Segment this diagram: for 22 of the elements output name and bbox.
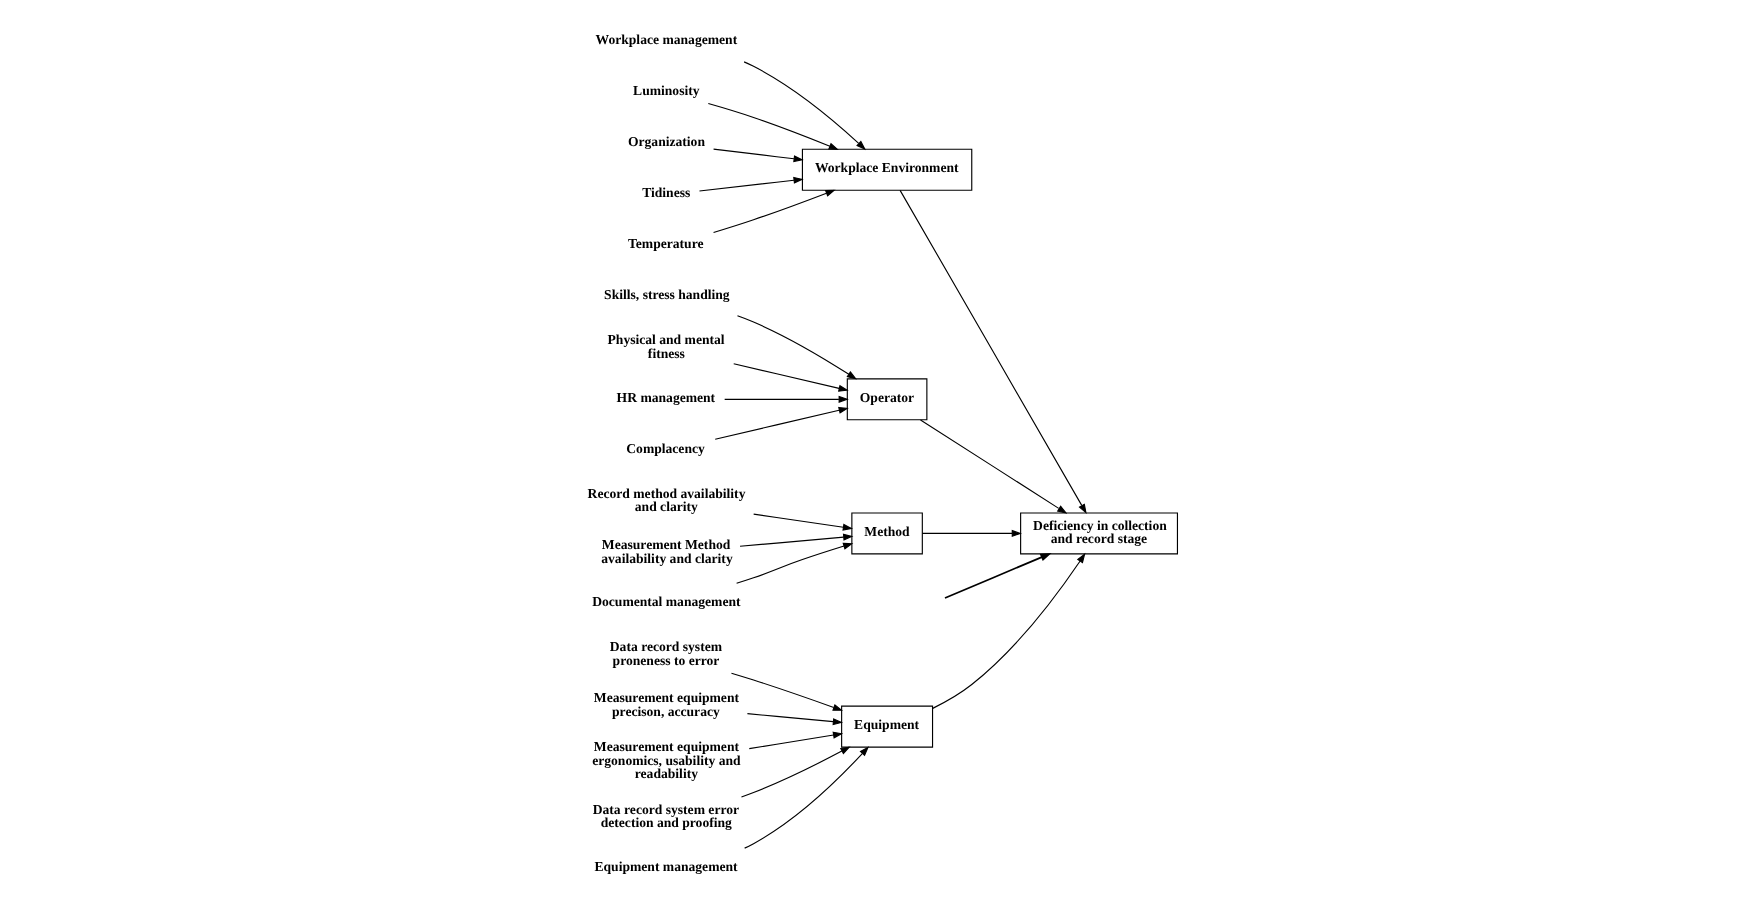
arrow — [724, 395, 849, 403]
arrow — [944, 552, 1052, 599]
arrow — [733, 363, 849, 392]
arrow — [919, 419, 1068, 514]
arrow — [736, 542, 854, 584]
arrow — [739, 533, 854, 547]
arrow — [712, 189, 836, 234]
arrow — [698, 176, 804, 192]
arrow — [746, 713, 844, 726]
arrow — [736, 315, 857, 380]
arrow — [743, 61, 867, 151]
arrow — [753, 513, 854, 531]
arrow — [899, 189, 1087, 515]
arrow — [730, 672, 844, 711]
arrow — [707, 102, 839, 150]
arrow — [748, 731, 844, 750]
arrow — [740, 746, 851, 798]
arrow — [921, 529, 1022, 537]
arrow — [713, 148, 804, 163]
arrow — [932, 552, 1086, 709]
arrow — [714, 406, 849, 440]
arrow — [744, 746, 870, 849]
